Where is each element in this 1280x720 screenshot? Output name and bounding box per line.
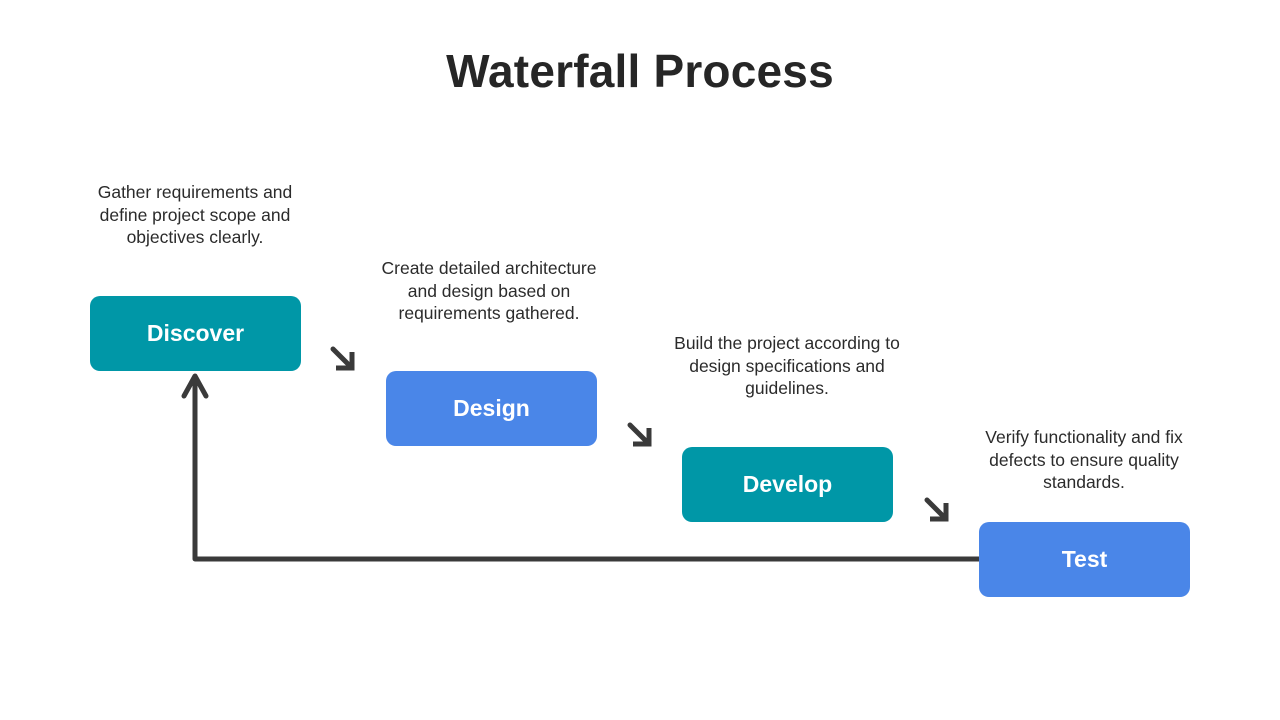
arrow-down-right-icon <box>924 497 949 522</box>
feedback-loop-arrow <box>192 377 979 562</box>
arrow-down-right-icon <box>627 422 652 447</box>
page-title: Waterfall Process <box>446 45 834 97</box>
design-description: Create detailed architecture and design … <box>381 258 597 323</box>
discover-step-box: Discover <box>90 296 301 371</box>
design-step-box: Design <box>386 371 597 446</box>
develop-step-box: Develop <box>682 447 893 522</box>
develop-description: Build the project according to design sp… <box>674 333 900 398</box>
feedback-loop-arrowhead <box>181 373 209 399</box>
discover-description: Gather requirements and define project s… <box>97 182 293 247</box>
test-description: Verify functionality and fix defects to … <box>985 427 1183 492</box>
arrow-down-right-icon <box>330 346 355 371</box>
test-step-box: Test <box>979 522 1190 597</box>
